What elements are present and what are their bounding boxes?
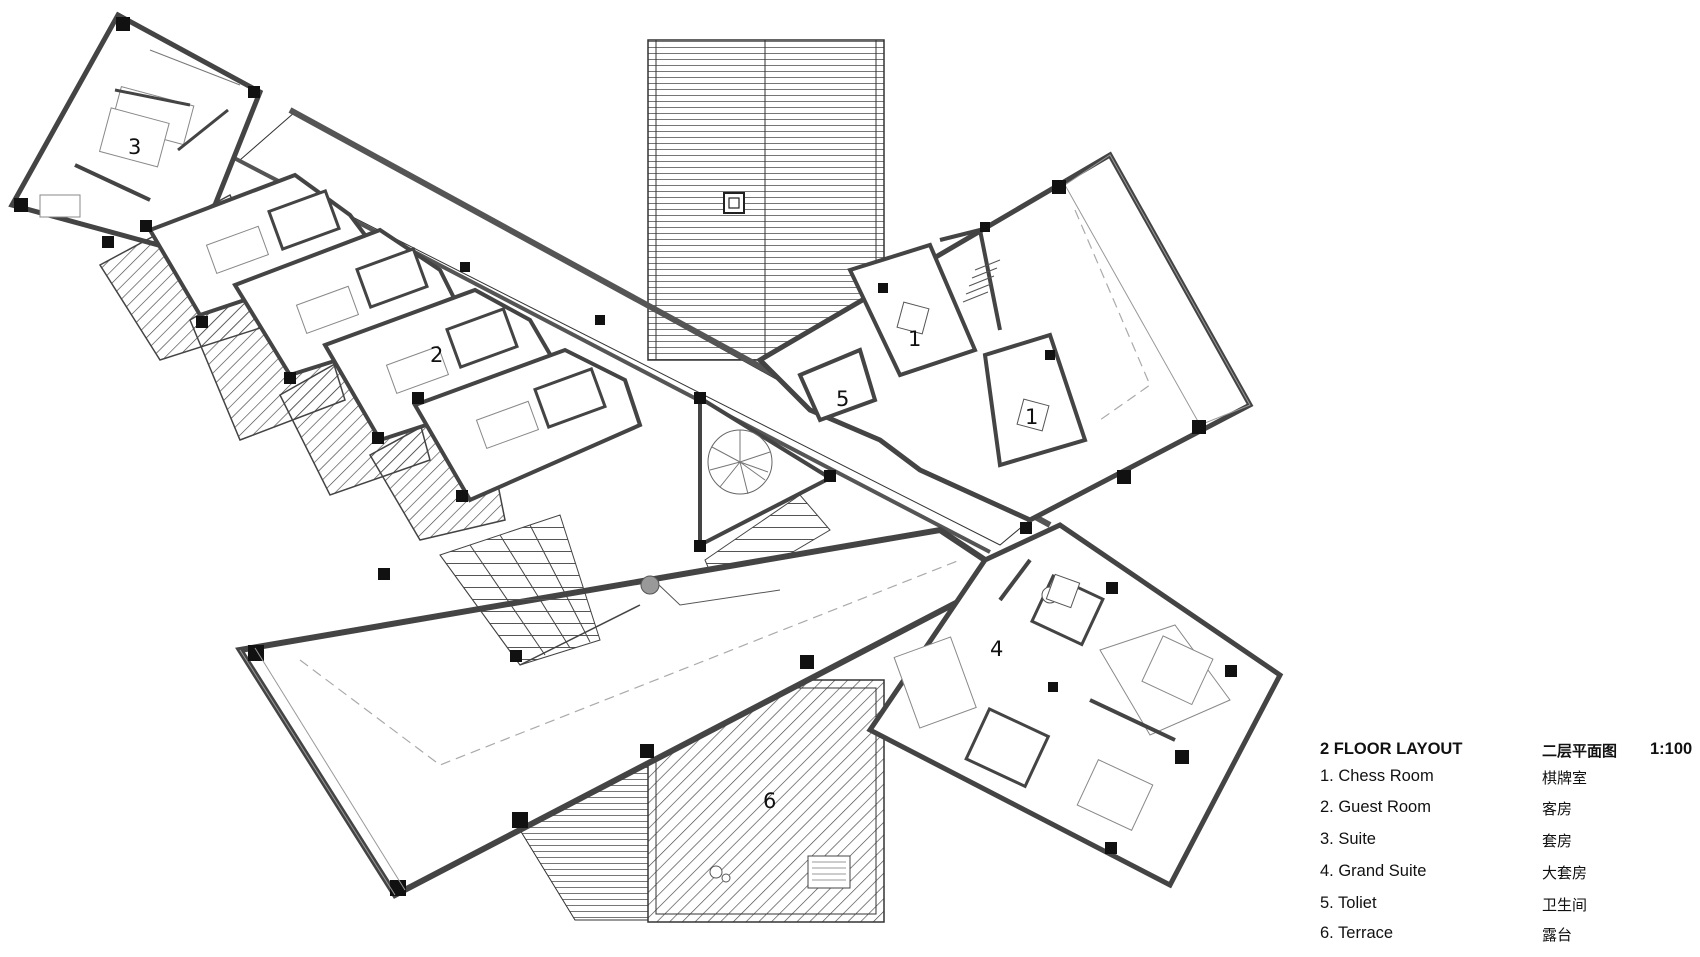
- grand-suite-block: [866, 522, 1284, 889]
- legend-title-zh: 二层平面图: [1542, 742, 1618, 760]
- legend-item-label: 3. Suite: [1320, 830, 1376, 848]
- room-label-guest-room: 2: [430, 343, 443, 367]
- guest-rooms-block: [98, 172, 643, 541]
- legend-item-label-zh: 大套房: [1542, 864, 1588, 882]
- room-label-suite: 3: [128, 135, 141, 159]
- legend-item-label: 6. Terrace: [1320, 924, 1394, 942]
- legend-scale: 1:100: [1650, 740, 1693, 758]
- legend-item-label-zh: 卫生间: [1542, 896, 1588, 914]
- legend-title: 2 FLOOR LAYOUT: [1320, 740, 1463, 758]
- legend-item-label-zh: 客房: [1542, 800, 1573, 818]
- room-label-terrace: 6: [763, 789, 776, 813]
- room-label-chess-room-a: 1: [908, 327, 921, 351]
- legend-item-label: 2. Guest Room: [1320, 798, 1431, 816]
- room-label-toilet: 5: [836, 387, 849, 411]
- legend-item-label-zh: 露台: [1542, 926, 1573, 944]
- legend-item-label-zh: 套房: [1542, 832, 1573, 850]
- room-label-grand-suite: 4: [990, 637, 1003, 661]
- legend-item-label: 1. Chess Room: [1320, 767, 1434, 785]
- legend-item-label: 4. Grand Suite: [1320, 862, 1427, 880]
- legend-item-label: 5. Toliet: [1320, 894, 1377, 912]
- room-label-chess-room-b: 1: [1025, 405, 1038, 429]
- legend-item-label-zh: 棋牌室: [1542, 769, 1588, 787]
- chess-room-block: [755, 151, 1254, 534]
- main-hall: [235, 514, 1005, 899]
